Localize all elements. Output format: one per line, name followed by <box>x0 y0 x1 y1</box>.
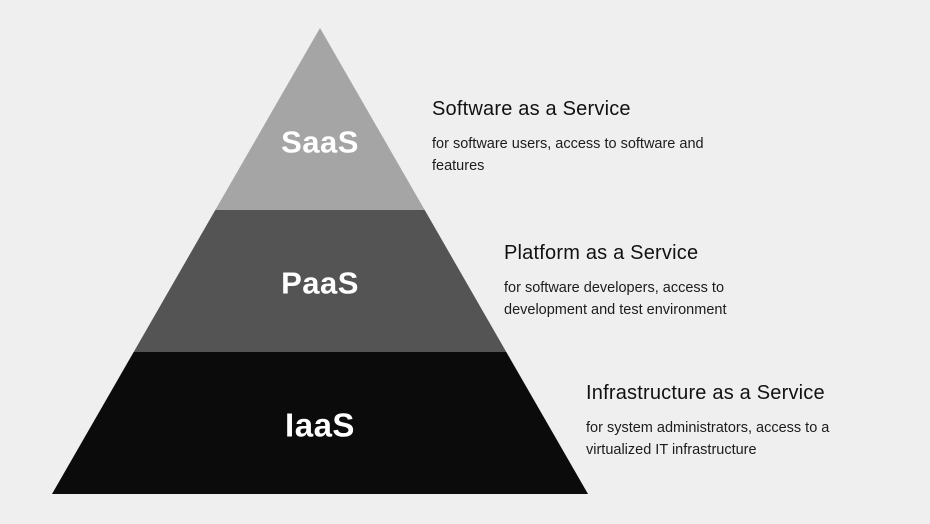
paas-title: Platform as a Service <box>504 242 699 264</box>
pyramid-layer-paas <box>133 210 507 352</box>
saas-title: Software as a Service <box>432 98 631 120</box>
iaas-title: Infrastructure as a Service <box>586 382 825 404</box>
paas-description: for software developers, access to devel… <box>504 280 727 318</box>
saas-description: for software users, access to software a… <box>432 136 704 174</box>
paas-layer-label: PaaS <box>281 266 359 301</box>
iaas-annotation: Infrastructure as a Service for system a… <box>586 382 891 462</box>
saas-annotation: Software as a Service for software users… <box>432 98 732 178</box>
saas-layer-label: SaaS <box>281 125 359 160</box>
iaas-layer-label: IaaS <box>285 407 355 444</box>
iaas-description: for system administrators, access to a v… <box>586 420 830 458</box>
paas-annotation: Platform as a Service for software devel… <box>504 242 794 322</box>
pyramid-layer-iaas <box>52 352 588 494</box>
pyramid-layer-saas <box>215 28 425 210</box>
